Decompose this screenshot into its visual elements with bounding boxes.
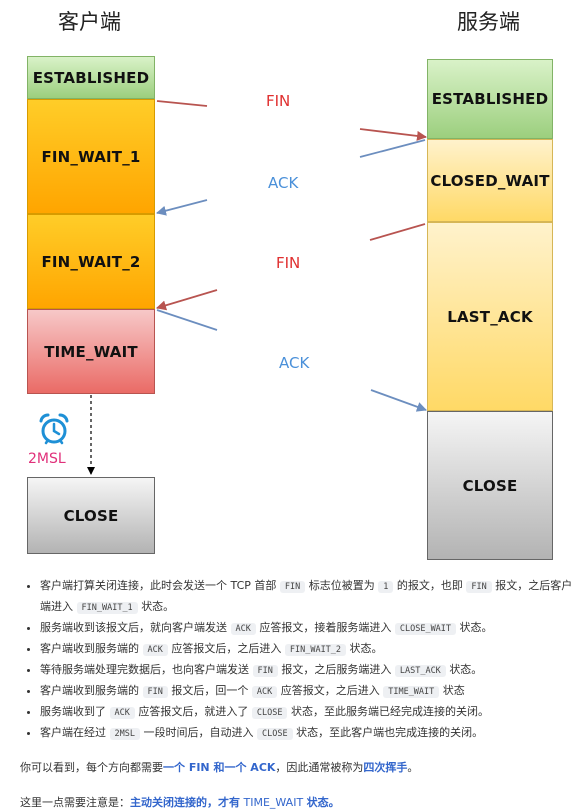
summary-paragraph: 你可以看到，每个方向都需要一个 FIN 和一个 ACK，因此通常被称为四次挥手。 — [20, 761, 419, 774]
client-state-fin-wait-2: FIN_WAIT_2 — [27, 214, 155, 309]
ack-1-arrow-end — [156, 199, 208, 216]
ack-2-label: ACK — [279, 354, 310, 372]
list-item: 客户端收到服务端的 FIN 报文后，回一个 ACK 应答报文，之后进入 TIME… — [40, 681, 575, 702]
client-state-time-wait: TIME_WAIT — [27, 309, 155, 394]
fin-2-label: FIN — [276, 254, 301, 272]
message-arrows — [87, 100, 427, 475]
client-state-close: CLOSE — [27, 477, 155, 554]
fin-1-label: FIN — [266, 92, 291, 110]
list-item: 服务端收到该报文后，就向客户端发送 ACK 应答报文，接着服务端进入 CLOSE… — [40, 618, 575, 639]
list-item: 等待服务端处理完数据后，也向客户端发送 FIN 报文，之后服务端进入 LAST_… — [40, 660, 575, 681]
server-state-established: ESTABLISHED — [427, 59, 553, 139]
alarm-clock-icon — [39, 413, 69, 445]
client-state-fin-wait-1: FIN_WAIT_1 — [27, 99, 155, 214]
client-state-established: ESTABLISHED — [27, 56, 155, 99]
explanation-section: 客户端打算关闭连接，此时会发送一个 TCP 首部 FIN 标志位被置为 1 的报… — [20, 576, 575, 812]
client-title: 客户端 — [58, 10, 121, 34]
server-state-close: CLOSE — [427, 411, 553, 560]
server-title: 服务端 — [457, 10, 520, 34]
note-paragraph: 这里一点需要注意是：主动关闭连接的，才有 TIME_WAIT 状态。 — [20, 796, 340, 809]
ack-2-arrow-end — [370, 389, 427, 412]
ack-2-arrow-start — [156, 309, 218, 331]
server-state-closed-wait: CLOSED_WAIT — [427, 139, 553, 222]
fin-2-arrow-start — [369, 223, 426, 241]
two-msl-label: 2MSL — [28, 451, 66, 467]
server-state-last-ack: LAST_ACK — [427, 222, 553, 411]
ack-1-arrow-start — [359, 139, 426, 158]
list-item: 客户端在经过 2MSL 一段时间后，自动进入 CLOSE 状态，至此客户端也完成… — [40, 723, 575, 744]
list-item: 客户端收到服务端的 ACK 应答报文后，之后进入 FIN_WAIT_2 状态。 — [40, 639, 575, 660]
steps-list: 客户端打算关闭连接，此时会发送一个 TCP 首部 FIN 标志位被置为 1 的报… — [20, 576, 575, 744]
list-item: 客户端打算关闭连接，此时会发送一个 TCP 首部 FIN 标志位被置为 1 的报… — [40, 576, 575, 618]
list-item: 服务端收到了 ACK 应答报文后，就进入了 CLOSE 状态，至此服务端已经完成… — [40, 702, 575, 723]
tcp-four-way-handshake-diagram: 客户端 服务端 ESTABLISHED FIN_WAIT_1 FIN_WAIT_… — [27, 10, 553, 560]
fin-1-arrow-start — [156, 100, 208, 107]
ack-1-label: ACK — [268, 174, 299, 192]
fin-1-arrow-end — [359, 128, 427, 141]
fin-2-arrow-end — [156, 289, 218, 311]
